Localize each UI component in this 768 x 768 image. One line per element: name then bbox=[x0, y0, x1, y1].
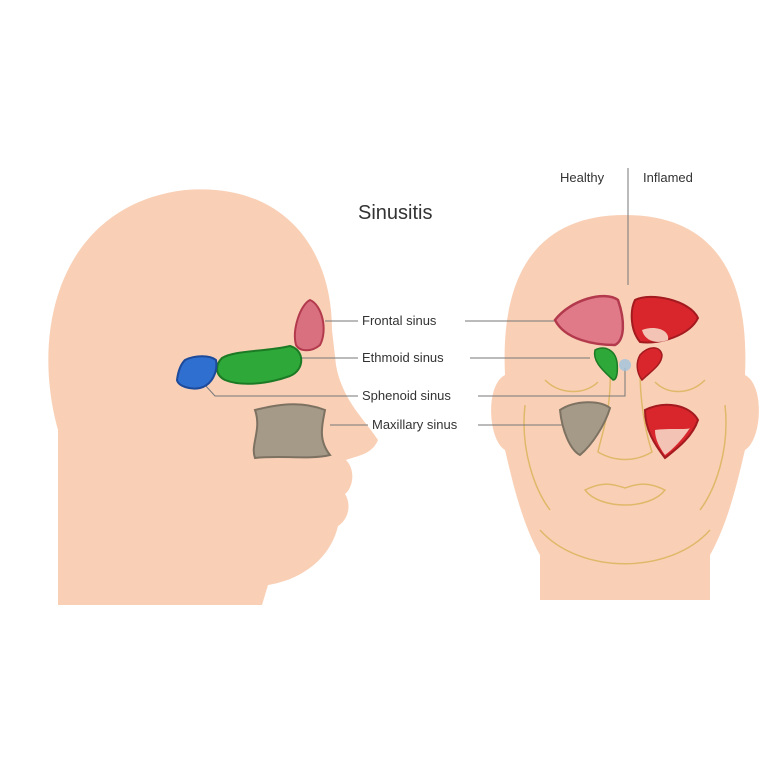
profile-head bbox=[48, 189, 378, 605]
front-head bbox=[491, 215, 759, 600]
frontal-sinus-label: Frontal sinus bbox=[362, 313, 437, 328]
sphenoid-sinus-front bbox=[619, 359, 631, 371]
healthy-label: Healthy bbox=[560, 170, 605, 185]
inflamed-label: Inflamed bbox=[643, 170, 693, 185]
profile-maxillary-sinus bbox=[252, 403, 332, 460]
profile-frontal-sinus bbox=[294, 298, 325, 352]
healthy-maxillary-sinus bbox=[558, 401, 612, 457]
healthy-ethmoid-sinus bbox=[593, 347, 619, 381]
inflamed-ethmoid-sinus bbox=[636, 347, 663, 382]
profile-ethmoid-sinus bbox=[216, 344, 303, 385]
profile-sphenoid-sinus bbox=[175, 355, 218, 390]
leader-lines bbox=[204, 168, 629, 426]
sphenoid-sinus-label: Sphenoid sinus bbox=[362, 388, 451, 403]
maxillary-sinus-label: Maxillary sinus bbox=[372, 417, 458, 432]
ethmoid-sinus-label: Ethmoid sinus bbox=[362, 350, 444, 365]
healthy-frontal-sinus bbox=[553, 294, 625, 347]
diagram-title: Sinusitis bbox=[358, 202, 433, 224]
